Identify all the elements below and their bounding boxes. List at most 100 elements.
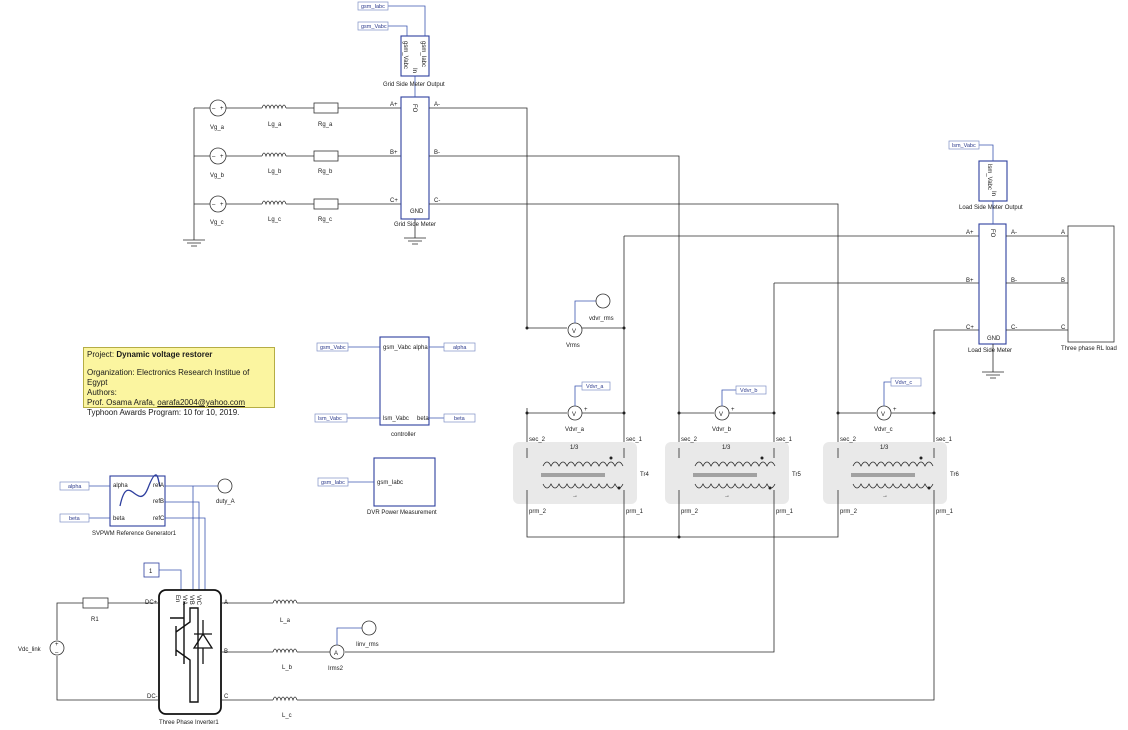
grid-resistor-a[interactable]: Rg_a — [313, 102, 339, 128]
enable-constant-block[interactable]: 1 — [143, 562, 160, 578]
tr5-port-sec2: sec_2 — [681, 437, 698, 443]
grid-side-meter-output[interactable]: gsm_Vabc gsm_Iabc In Grid Side Meter Out… — [383, 35, 445, 88]
note-author-name: Prof. Osama Arafa, — [87, 398, 156, 407]
grid-source-a[interactable]: –+ Vg_a — [209, 99, 227, 131]
inductor-l-a[interactable]: L_a — [272, 599, 298, 624]
inv-port-vra: VrA — [181, 595, 187, 605]
tag-svpwm-beta[interactable]: beta — [59, 513, 90, 523]
svpwm-port-refa: refA — [153, 483, 164, 489]
grid-inductor-c[interactable]: Lg_c — [261, 200, 287, 223]
grid-resistor-c[interactable]: Rg_c — [313, 198, 339, 223]
tag-ctrl-beta[interactable]: beta — [443, 413, 476, 423]
svg-text:–: – — [212, 106, 216, 112]
duty-a-probe[interactable]: duty_A — [216, 478, 235, 505]
vrms-meter[interactable]: V Vrms — [566, 322, 583, 349]
tr4-port-prm1: prm_1 — [626, 509, 644, 515]
grid-source-b[interactable]: –+ Vg_b — [209, 147, 227, 179]
vdvr-rms-probe[interactable]: vdvr_rms — [589, 293, 614, 322]
dc-source-vdc-link[interactable]: +– Vdc_link — [18, 640, 65, 656]
iinv-rms-label: Iinv_rms — [356, 642, 379, 648]
enable-constant-value: 1 — [149, 569, 153, 575]
note-author-email-link[interactable]: oarafa2004@yahoo.com — [157, 398, 245, 407]
iinv-rms-probe[interactable]: Iinv_rms — [356, 620, 379, 648]
load-rl-wires — [1006, 235, 1068, 331]
lsm-port-b-minus: B- — [1011, 278, 1017, 284]
ctrl-port-alpha: alpha — [413, 345, 428, 351]
dc-link-wires — [56, 602, 159, 701]
junction-dot — [677, 411, 681, 415]
svg-text:+: + — [55, 642, 59, 648]
svpwm-block[interactable]: alpha beta refA refB refC SVPWM Referenc… — [92, 474, 177, 537]
tag-ctrl-alpha[interactable]: alpha — [443, 342, 476, 352]
inductor-l-b[interactable]: L_b — [272, 648, 298, 671]
tag-lsm-vabc[interactable]: lsm_Vabc — [948, 140, 980, 150]
grid-source-wires — [194, 107, 210, 205]
inverter-phase-a-line — [297, 504, 625, 604]
tag-svpwm-alpha[interactable]: alpha — [59, 481, 90, 491]
gsmo-port-in: In — [411, 68, 417, 73]
tag-power-gsm-iabc[interactable]: gsm_Iabc — [317, 477, 349, 487]
tag-gsm-vabc[interactable]: gsm_Vabc — [357, 21, 389, 31]
tag-vdvr-c[interactable]: Vdvr_c — [890, 377, 922, 387]
tag-ctrl-gsm-vabc[interactable]: gsm_Vabc — [316, 342, 349, 352]
transformer-tr5[interactable]: 1/3 → sec_2 sec_1 prm_2 prm_1 Tr5 — [665, 437, 801, 515]
gsm-port-fo: FO — [411, 104, 417, 113]
vdvr-a-tag-wire — [574, 385, 582, 406]
note-project-line: Project: Dynamic voltage restorer — [87, 350, 271, 360]
grid-resistor-c-label: Rg_c — [318, 217, 332, 223]
grid-source-c[interactable]: –+ Vg_c — [209, 195, 227, 226]
grid-inductor-a[interactable]: Lg_a — [261, 104, 287, 128]
voltmeter-vdvr-a[interactable]: V+ Vdvr_a — [565, 405, 588, 433]
tag-ctrl-alpha-text: alpha — [453, 345, 467, 351]
inv-port-vrc: VrC — [195, 595, 201, 606]
note-project-name: Dynamic voltage restorer — [116, 350, 213, 359]
duty-a-label: duty_A — [216, 499, 235, 505]
voltmeter-vdvr-c[interactable]: V+ Vdvr_c — [874, 405, 897, 433]
svg-text:+: + — [220, 202, 224, 208]
tag-vdvr-a[interactable]: Vdvr_a — [581, 381, 611, 391]
inv-port-c: C — [224, 694, 229, 700]
tag-vdvr-b[interactable]: Vdvr_b — [735, 385, 767, 395]
load-side-meter[interactable]: A+ B+ C+ A- B- C- GND FO Load Side Meter — [966, 223, 1017, 354]
junction-dot — [622, 411, 626, 415]
junction-dot — [677, 535, 681, 539]
note-project-label: Project: — [87, 350, 115, 359]
ammeter-irms2[interactable]: A Irms2 — [328, 644, 345, 672]
svg-text:+: + — [893, 407, 897, 413]
grid-resistor-b[interactable]: Rg_b — [313, 150, 339, 175]
grid-inductor-b[interactable]: Lg_b — [261, 152, 287, 175]
lsmo-port-in: In — [990, 191, 996, 196]
transformer-tr6[interactable]: 1/3 → sec_2 sec_1 prm_2 prm_1 Tr6 — [823, 437, 959, 515]
dvr-power-measurement-block[interactable]: gsm_Iabc DVR Power Measurement — [367, 457, 437, 516]
voltmeter-vdvr-b[interactable]: V+ Vdvr_b — [712, 405, 735, 433]
load-side-meter-output[interactable]: lsm_Vabc In Load Side Meter Output — [959, 160, 1023, 211]
tag-gsm-iabc[interactable]: gsm_Iabc — [357, 1, 389, 11]
gsmo-tag-wires — [388, 5, 426, 36]
tag-svpwm-beta-text: beta — [69, 516, 81, 522]
svg-text:V: V — [572, 329, 576, 335]
svpwm-input-wires — [89, 485, 110, 519]
vdvr-c-tag-wire — [883, 381, 891, 406]
resistor-r1[interactable]: R1 — [82, 597, 109, 623]
three-phase-inverter[interactable]: En VrA VrB VrC DC+ DC- A B C Three Phase… — [145, 589, 229, 726]
line-c-to-dvr — [429, 203, 839, 448]
inductor-l-c[interactable]: L_c — [272, 696, 298, 719]
controller-block[interactable]: gsm_Vabc lsm_Vabc alpha beta controller — [379, 336, 430, 438]
note-authors-label: Authors: — [87, 388, 117, 397]
tag-ctrl-lsm-vabc[interactable]: lsm_Vabc — [314, 413, 348, 423]
transformer-tr4[interactable]: 1/3 → sec_2 sec_1 prm_2 prm_1 Tr4 — [513, 437, 649, 515]
tag-ctrl-lsm-vabc-text: lsm_Vabc — [318, 416, 342, 422]
lsm-port-c-minus: C- — [1011, 325, 1017, 331]
tr6-port-prm2: prm_2 — [840, 509, 858, 515]
svpwm-port-refc: refC — [153, 516, 165, 522]
svg-text:A: A — [334, 651, 338, 657]
svg-text:+: + — [220, 106, 224, 112]
grid-ground-symbol — [183, 236, 205, 247]
grid-side-meter[interactable]: A+ B+ C+ A- B- C- GND FO Grid Side Meter — [390, 96, 440, 228]
gsm-port-a-plus: A+ — [390, 102, 398, 108]
tr5-label: Tr5 — [792, 472, 801, 478]
gsm-ground-symbol — [404, 237, 426, 245]
three-phase-rl-load[interactable]: A B C Three phase RL load — [1061, 225, 1117, 352]
svg-text:+: + — [731, 407, 735, 413]
